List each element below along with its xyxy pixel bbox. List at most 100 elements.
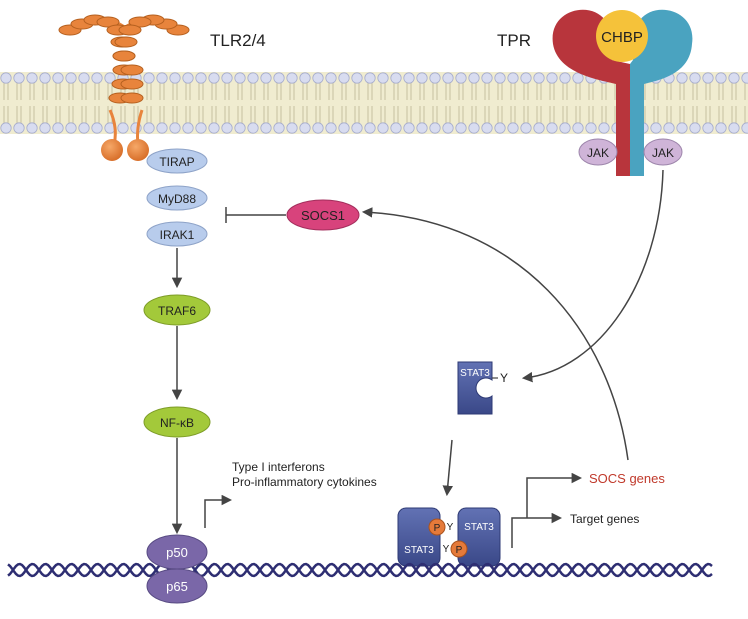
lipid-head	[221, 122, 233, 134]
lipid-head	[299, 72, 311, 84]
lrr-repeat	[118, 24, 142, 36]
proinflammatory-cytokines-label: Pro-inflammatory cytokines	[232, 475, 377, 489]
lipid-head	[143, 72, 155, 84]
socs1-node	[286, 199, 360, 231]
lipid-head	[546, 122, 558, 134]
lipid-head	[702, 122, 714, 134]
lipid-head	[689, 72, 701, 84]
irak1-label: IRAK1	[160, 228, 195, 242]
lipid-head	[715, 122, 727, 134]
irak1-node	[146, 221, 208, 247]
lrr-repeat	[120, 92, 144, 104]
lipid-head	[494, 72, 506, 84]
lrr-repeat	[114, 36, 138, 48]
jak-right-label: JAK	[652, 146, 674, 160]
lipid-head	[559, 72, 571, 84]
lipid-head	[78, 72, 90, 84]
lipid-head	[429, 72, 441, 84]
lipid-head	[715, 72, 727, 84]
lipid-head	[702, 72, 714, 84]
lipid-head	[273, 122, 285, 134]
lipid-head	[741, 122, 748, 134]
lipid-head	[429, 122, 441, 134]
stat3-dimer-right-label: STAT3	[464, 522, 494, 533]
lipid-head	[52, 122, 64, 134]
lipid-head	[728, 72, 740, 84]
lipid-head	[442, 122, 454, 134]
lipid-head	[507, 72, 519, 84]
lipid-head	[676, 72, 688, 84]
lipid-head	[247, 122, 259, 134]
lipid-head	[338, 122, 350, 134]
lipid-head	[39, 122, 51, 134]
lipid-head	[234, 72, 246, 84]
lipid-head	[0, 72, 12, 84]
chbp-label: CHBP	[601, 29, 643, 46]
tlr-ectodomain	[58, 14, 190, 104]
lipid-head	[468, 72, 480, 84]
lipid-head	[455, 72, 467, 84]
lipid-head	[156, 72, 168, 84]
arrow-target-genes	[511, 512, 563, 548]
jak-right	[643, 138, 683, 166]
lipid-head	[520, 122, 532, 134]
chbp-ligand	[596, 10, 648, 62]
lipid-head	[65, 122, 77, 134]
p65-label: p65	[166, 579, 188, 594]
lipid-head	[416, 122, 428, 134]
lipid-head	[195, 72, 207, 84]
lipid-head	[273, 72, 285, 84]
lipid-head	[286, 122, 298, 134]
lrr-repeat	[96, 16, 120, 28]
lipid-head	[520, 72, 532, 84]
socs1-label: SOCS1	[301, 208, 345, 223]
lipid-head	[650, 122, 662, 134]
lipid-head	[325, 72, 337, 84]
dna-helix	[7, 562, 713, 578]
phospho-p-2-label: P	[456, 545, 463, 556]
p50-node	[146, 534, 208, 570]
lipid-head	[39, 72, 51, 84]
phospho-p-1-label: P	[434, 523, 441, 534]
dna-strand-1	[7, 562, 713, 578]
dna-strand-2	[7, 562, 713, 578]
lipid-head	[546, 72, 558, 84]
jak-left	[578, 138, 618, 166]
stat3-dimer-right	[457, 507, 501, 567]
dimer-y2-label: Y	[443, 544, 450, 555]
target-genes-label: Target genes	[570, 512, 639, 526]
lipid-head	[442, 72, 454, 84]
lipid-head	[13, 72, 25, 84]
lipid-head	[260, 72, 272, 84]
lipid-head	[494, 122, 506, 134]
stat3-dimer: P Y STAT3 P Y STAT3	[397, 507, 501, 567]
lipid-head	[351, 122, 363, 134]
stat3-monomer: STAT3 Y	[457, 361, 508, 415]
lipid-head	[403, 122, 415, 134]
lipid-head	[390, 72, 402, 84]
arrow-jak-stat3	[521, 169, 664, 383]
tlr-receptor	[58, 14, 190, 161]
lipid-head	[585, 122, 597, 134]
lipid-head	[247, 72, 259, 84]
lipid-head	[676, 122, 688, 134]
socs-genes-label: SOCS genes	[589, 471, 665, 486]
p50-label: p50	[166, 545, 188, 560]
lipid-head	[104, 72, 116, 84]
lipid-head	[325, 122, 337, 134]
lipid-head	[507, 122, 519, 134]
nfkb-label: NF-κB	[160, 416, 194, 430]
myd88-node	[146, 185, 208, 211]
lipid-head	[533, 122, 545, 134]
arrow-socs-genes	[526, 472, 583, 518]
lipid-head	[741, 72, 748, 84]
lipid-head	[91, 122, 103, 134]
lipid-head	[689, 122, 701, 134]
lipid-head	[377, 122, 389, 134]
jak-left-label: JAK	[587, 146, 609, 160]
lipid-head	[455, 122, 467, 134]
lipid-head	[663, 122, 675, 134]
lipid-head	[260, 122, 272, 134]
